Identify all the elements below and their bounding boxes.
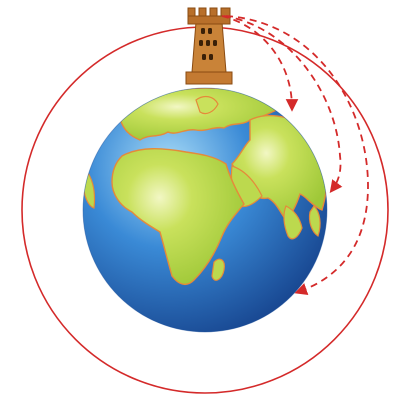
land-southeast-asia (308, 205, 321, 237)
land-india (283, 205, 303, 240)
tower-icon (185, 7, 233, 85)
land-scandinavia (195, 95, 219, 115)
trajectory-medium (223, 15, 343, 194)
land-madagascar (211, 258, 225, 281)
trajectory-long (225, 15, 369, 296)
land-africa (111, 148, 245, 286)
tower-windows (199, 28, 217, 60)
trajectory-short (221, 15, 299, 112)
earth-globe-icon (82, 87, 328, 333)
